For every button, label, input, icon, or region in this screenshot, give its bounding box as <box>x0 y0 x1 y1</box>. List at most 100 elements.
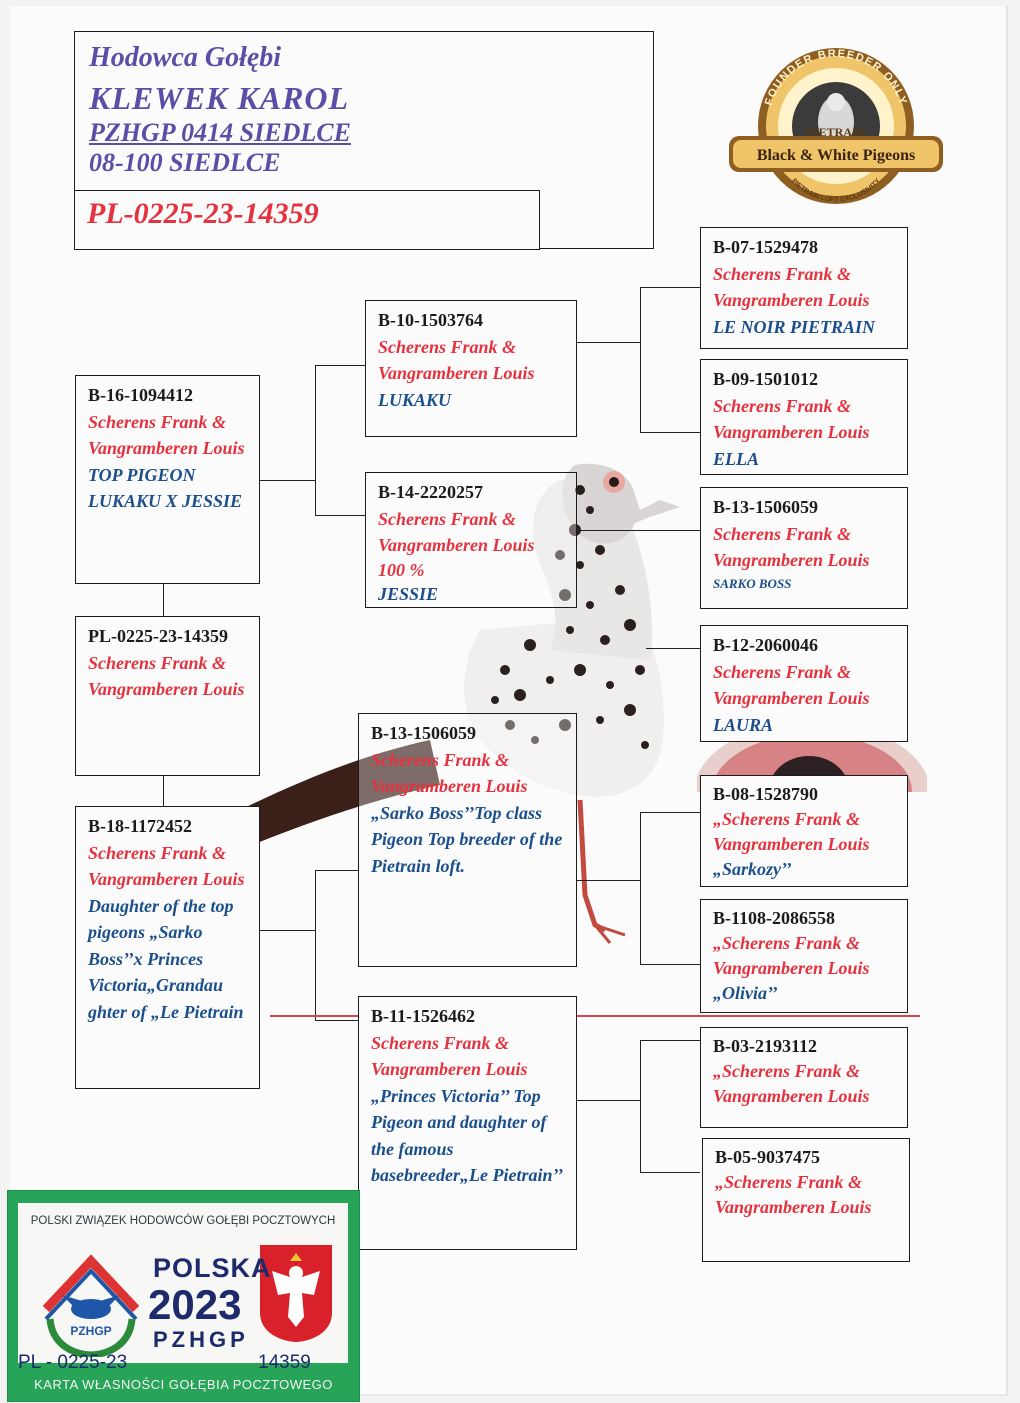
breeder-name: Scherens Frank & Vangramberen Louis <box>378 336 535 384</box>
ring-number: B-09-1501012 <box>713 369 818 389</box>
pigeon-note: LAURA <box>713 714 774 735</box>
connector <box>640 812 700 814</box>
pigeon-illustration <box>230 463 680 944</box>
ownership-card: POLSKI ZWIĄZEK HODOWCÓW GOŁĘBI POCZTOWYC… <box>7 1190 360 1402</box>
pigeon-note: „Princes Victoria’’ Top Pigeon and daugh… <box>371 1085 564 1186</box>
pedigree-box-dam-dam: B-11-1526462 Scherens Frank & Vangramber… <box>358 996 577 1250</box>
breeder-name: Scherens Frank & Vangramberen Louis <box>88 652 245 700</box>
connector <box>646 648 700 650</box>
header-ring-number: PL-0225-23-14359 <box>87 197 319 230</box>
breeder-percent: 100 % <box>378 559 425 580</box>
breeder-name: Scherens Frank & Vangramberen Louis <box>713 661 870 709</box>
ring-number: B-03-2193112 <box>713 1036 818 1056</box>
pigeon-note: SARKO BOSS <box>713 575 792 591</box>
seal-pietrain: PIETRAIN <box>807 125 866 139</box>
pigeon-note: „Olivia’’ <box>713 983 778 1003</box>
breeder-name: Scherens Frank & Vangramberen Louis <box>378 508 535 556</box>
ring-number: B-05-9037475 <box>715 1147 820 1167</box>
connector <box>259 930 315 932</box>
pedigree-box-ssd: B-09-1501012 Scherens Frank & Vangramber… <box>700 359 908 475</box>
card-logo-text: PZHGP <box>70 1324 111 1338</box>
connector <box>576 880 640 882</box>
breeder-header: Hodowca Gołębi KLEWEK KAROL PZHGP 0414 S… <box>74 31 654 249</box>
ring-number: B-14-2220257 <box>378 482 483 502</box>
pedigree-box-dam-sire: B-13-1506059 Scherens Frank & Vangramber… <box>358 713 577 967</box>
ring-number: B-11-1526462 <box>371 1006 476 1026</box>
card-ring-right: 14359 <box>258 1352 311 1373</box>
connector <box>576 1100 640 1102</box>
connector <box>315 870 317 1020</box>
breeder-name: „Scherens Frank & Vangramberen Louis <box>715 1172 872 1217</box>
breeder-name: Scherens Frank & Vangramberen Louis <box>371 1032 528 1080</box>
connector <box>640 1172 700 1174</box>
polish-eagle-icon <box>260 1245 332 1342</box>
pedigree-box-dsd: B-1108-2086558 „Scherens Frank & Vangram… <box>700 899 908 1013</box>
ring-number: B-08-1528790 <box>713 784 818 804</box>
pedigree-box-sdd: B-12-2060046 Scherens Frank & Vangramber… <box>700 625 908 742</box>
ring-number: B-18-1172452 <box>88 816 193 836</box>
ring-number: B-16-1094412 <box>88 385 193 405</box>
connector <box>640 1040 642 1172</box>
breeder-name: KLEWEK KAROL <box>89 80 350 116</box>
connector <box>576 530 700 532</box>
red-separator-line <box>270 1015 920 1017</box>
ring-number: B-12-2060046 <box>713 635 818 655</box>
pigeon-note: Daughter of the top pigeons „Sarko Boss’… <box>88 895 244 1022</box>
pigeon-note: LUKAKU <box>378 389 452 410</box>
pedigree-box-sire-sire: B-10-1503764 Scherens Frank & Vangramber… <box>365 300 577 437</box>
connector <box>315 365 365 367</box>
pigeon-note: TOP PIGEON LUKAKU X JESSIE <box>88 464 243 512</box>
pietrain-seal-logo: FOUNDER BREEDER ONLY PIETRAIN Black & Wh… <box>729 48 943 204</box>
breeder-title: Hodowca Gołębi <box>89 42 282 73</box>
pedigree-box-subject: PL-0225-23-14359 Scherens Frank & Vangra… <box>75 616 260 776</box>
pedigree-box-sds: B-13-1506059 Scherens Frank & Vangramber… <box>700 487 908 609</box>
pigeon-note: JESSIE <box>378 583 439 604</box>
breeder-name: Scherens Frank & Vangramberen Louis <box>88 411 245 459</box>
ring-number: PL-0225-23-14359 <box>88 626 228 646</box>
ring-number: B-13-1506059 <box>713 497 818 517</box>
connector <box>640 432 700 434</box>
pigeon-note: LE NOIR PIETRAIN <box>713 316 876 337</box>
seal-black-white: Black & White Pigeons <box>757 147 915 164</box>
pigeon-note: „Sarkozy’’ <box>713 859 792 879</box>
breeder-name: Scherens Frank & Vangramberen Louis <box>371 749 528 797</box>
card-footer: KARTA WŁASNOŚCI GOŁĘBIA POCZTOWEGO <box>34 1377 333 1392</box>
card-header: POLSKI ZWIĄZEK HODOWCÓW GOŁĘBI POCZTOWYC… <box>30 1215 336 1227</box>
connector <box>163 775 165 807</box>
breeder-name: Scherens Frank & Vangramberen Louis <box>88 842 245 890</box>
breeder-club: PZHGP 0414 SIEDLCE <box>89 118 351 147</box>
ring-number: B-13-1506059 <box>371 723 476 743</box>
card-ring-left: PL - 0225-23 <box>18 1352 128 1373</box>
pedigree-box-sss: B-07-1529478 Scherens Frank & Vangramber… <box>700 227 908 349</box>
connector <box>640 1040 700 1042</box>
connector <box>315 365 317 515</box>
pedigree-box-sire: B-16-1094412 Scherens Frank & Vangramber… <box>75 375 260 584</box>
breeder-name: Scherens Frank & Vangramberen Louis <box>713 523 870 571</box>
pigeon-note: „Sarko Boss’’Top class Pigeon Top breede… <box>371 802 563 876</box>
connector <box>259 480 315 482</box>
pedigree-box-dss: B-08-1528790 „Scherens Frank & Vangrambe… <box>700 775 908 887</box>
connector <box>640 964 700 966</box>
pigeon-note: ELLA <box>713 448 760 469</box>
breeder-name: „Scherens Frank & Vangramberen Louis <box>713 809 870 854</box>
ring-number: B-07-1529478 <box>713 237 818 257</box>
header-ring-box: PL-0225-23-14359 <box>74 190 540 250</box>
pzhgp-logo-icon: PZHGP <box>42 1254 140 1357</box>
pedigree-box-ddd: B-05-9037475 „Scherens Frank & Vangrambe… <box>702 1138 910 1262</box>
connector <box>315 515 365 517</box>
ring-number: B-10-1503764 <box>378 310 483 330</box>
breeder-name: Scherens Frank & Vangramberen Louis <box>713 395 870 443</box>
connector <box>640 812 642 964</box>
card-country: POLSKA <box>153 1253 272 1283</box>
connector <box>640 287 642 432</box>
breeder-name: „Scherens Frank & Vangramberen Louis <box>713 933 870 978</box>
breeder-address: 08-100 SIEDLCE <box>89 148 281 177</box>
ownership-card-inner: POLSKI ZWIĄZEK HODOWCÓW GOŁĘBI POCZTOWYC… <box>18 1203 348 1363</box>
breeder-name: „Scherens Frank & Vangramberen Louis <box>713 1061 870 1106</box>
breeder-name: Scherens Frank & Vangramberen Louis <box>713 263 870 311</box>
pedigree-box-sire-dam: B-14-2220257 Scherens Frank & Vangramber… <box>365 472 577 608</box>
connector <box>163 583 165 617</box>
pedigree-box-dam: B-18-1172452 Scherens Frank & Vangramber… <box>75 806 260 1089</box>
card-year: 2023 <box>148 1281 242 1328</box>
pedigree-box-dds: B-03-2193112 „Scherens Frank & Vangrambe… <box>700 1027 908 1128</box>
